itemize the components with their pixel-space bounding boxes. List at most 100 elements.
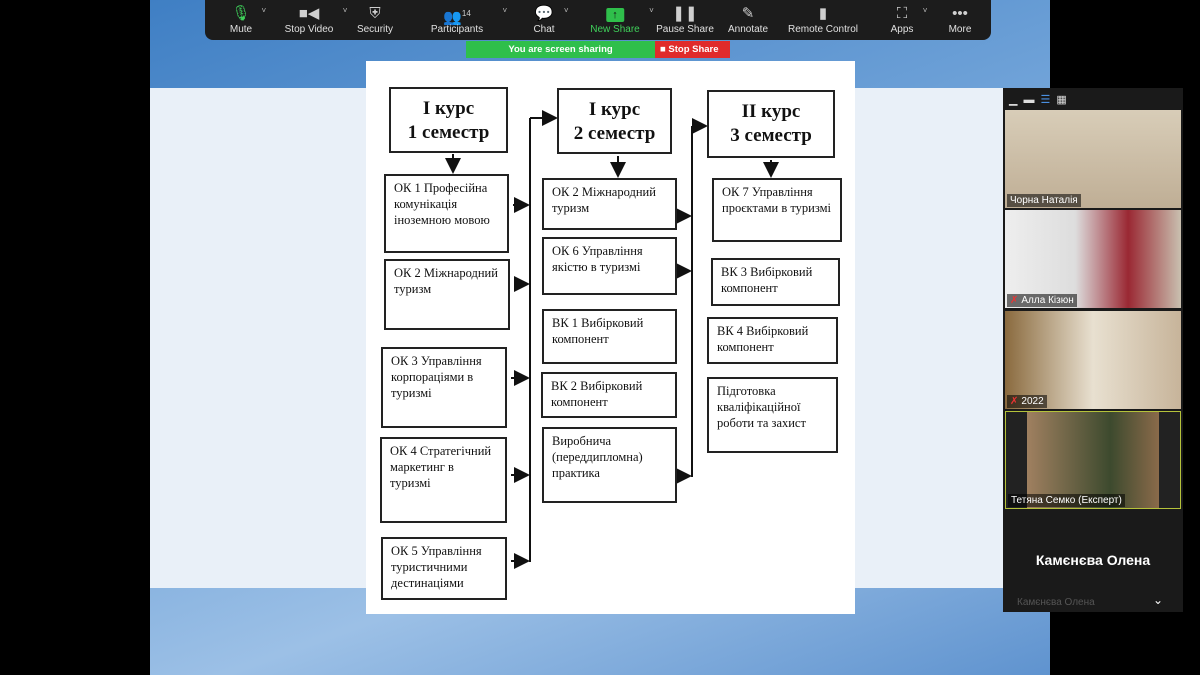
thumbnail-view-icon[interactable]: ▬: [1023, 94, 1041, 106]
stop-video-button[interactable]: ■◀˅Stop Video: [284, 5, 348, 35]
shield-icon: ⛨: [369, 5, 381, 22]
header-course1-sem1: I курс 1 семестр: [389, 87, 508, 153]
label: Chat: [533, 24, 555, 35]
connector-lines: [445, 110, 779, 569]
label: New Share: [590, 24, 640, 35]
stop-share-button[interactable]: ■ Stop Share: [655, 41, 730, 58]
camera-off-participant: Камєнєва Олена: [1035, 552, 1151, 568]
header-line: I курс: [422, 98, 475, 119]
course-text: ВК 1 Вибірковий компонент: [552, 316, 644, 346]
course-text: ОК 2 Міжнародний туризм: [552, 185, 656, 215]
label: Remote Control: [787, 24, 859, 35]
new-share-button[interactable]: ↑˅New Share: [590, 4, 654, 35]
course-text: ОК 2 Міжнародний туризм: [394, 266, 498, 296]
course-box: ВК 1 Вибірковий компонент: [542, 309, 677, 364]
participant-name: ✗2022: [1007, 395, 1047, 408]
course-box: ВК 2 Вибірковий компонент: [541, 372, 677, 418]
security-button[interactable]: ⛨ Security: [357, 4, 393, 35]
share-icon: ↑: [590, 4, 639, 24]
course-text: ОК 4 Стратегічний маркетинг в туризмі: [390, 444, 492, 490]
label: Security: [356, 24, 394, 35]
header-course1-sem2: І курс 2 семестр: [557, 88, 672, 154]
chat-button[interactable]: 💬˅Chat: [533, 5, 569, 35]
course-text: ОК 5 Управління туристичними дестинаціям…: [391, 544, 482, 590]
more-button[interactable]: ••• More: [949, 4, 972, 35]
label: Mute: [229, 24, 253, 35]
participant-name: Тетяна Семко (Експерт): [1008, 494, 1125, 507]
mouse-icon: ▮: [818, 5, 828, 22]
label: Apps: [890, 24, 914, 35]
header-course2-sem3: II курс 3 семестр: [707, 90, 835, 158]
label: Annotate: [727, 24, 769, 35]
course-text: ОК 6 Управління якістю в туризмі: [552, 244, 643, 274]
muted-mic-icon: ✗: [1010, 396, 1019, 407]
participants-icon: 👥14: [443, 9, 471, 26]
course-text: ВК 2 Вибірковий компонент: [551, 379, 643, 409]
course-text: ОК 1 Професійна комунікація іноземною мо…: [394, 181, 490, 227]
participant-name: ✗Алла Кізюн: [1007, 294, 1077, 307]
course-box: ОК 6 Управління якістю в туризмі: [542, 237, 677, 295]
participant-name-faded: Камєнєва Олена: [1017, 597, 1095, 608]
more-icon: •••: [952, 5, 968, 22]
video-camera-icon: ■◀: [298, 5, 320, 22]
course-box: ОК 3 Управління корпораціями в туризмі: [381, 347, 507, 428]
chat-icon: 💬: [534, 5, 554, 22]
course-box: ВК 4 Вибірковий компонент: [707, 317, 838, 364]
sharing-status: You are screen sharing: [508, 44, 613, 55]
header-line: 3 семестр: [730, 125, 812, 146]
course-box: ОК 4 Стратегічний маркетинг в туризмі: [380, 437, 507, 523]
course-box: Підготовка кваліфікаційної роботи та зах…: [707, 377, 838, 453]
chevron-down-icon[interactable]: ⌄: [1153, 593, 1164, 607]
label: Stop Video: [284, 24, 334, 35]
video-tile-active-speaker[interactable]: Тетяна Семко (Експерт): [1005, 411, 1181, 509]
mute-button[interactable]: 🎙˅Mute: [229, 5, 267, 35]
header-line: І курс: [588, 99, 641, 120]
course-text: Виробнича (переддипломна) практика: [552, 434, 643, 480]
stop-share-label: Stop Share: [668, 44, 719, 55]
view-controls: ▁▬☰▦: [1009, 93, 1073, 106]
course-text: ВК 4 Вибірковий компонент: [717, 324, 809, 354]
apps-button[interactable]: ⛶˅Apps: [890, 5, 928, 35]
name-text: Алла Кізюн: [1021, 295, 1074, 306]
course-box: ВК 3 Вибірковий компонент: [711, 258, 840, 306]
gallery-view-icon[interactable]: ▦: [1056, 94, 1073, 106]
video-tile[interactable]: ✗Алла Кізюн: [1005, 210, 1181, 308]
participants-button[interactable]: 👥14˅Participants: [430, 6, 508, 35]
video-tile[interactable]: Чорна Наталія: [1005, 110, 1181, 208]
course-text: Підготовка кваліфікаційної роботи та зах…: [717, 384, 806, 430]
label: Participants: [430, 24, 484, 35]
annotate-button[interactable]: ✎ Annotate: [728, 4, 768, 35]
screen-sharing-banner: You are screen sharing: [466, 41, 655, 58]
pencil-icon: ✎: [741, 5, 755, 22]
participant-name: Чорна Наталія: [1007, 194, 1081, 207]
course-text: ОК 7 Управління проєктами в туризмі: [722, 185, 832, 215]
name-text: 2022: [1021, 396, 1044, 407]
header-line: II курс: [741, 101, 801, 122]
course-box: ОК 2 Міжнародний туризм: [542, 178, 677, 230]
curriculum-diagram: I курс 1 семестр ОК 1 Професійна комуніка…: [366, 61, 855, 614]
pause-share-button[interactable]: ❚❚ Pause Share: [656, 4, 714, 35]
speaker-view-icon[interactable]: ☰: [1040, 94, 1057, 106]
course-box: ОК 1 Професійна комунікація іноземною мо…: [384, 174, 509, 253]
course-box: ОК 7 Управління проєктами в туризмі: [712, 178, 842, 242]
course-box: ОК 5 Управління туристичними дестинаціям…: [381, 537, 507, 600]
apps-icon: ⛶: [896, 5, 908, 22]
label: Pause Share: [656, 24, 714, 35]
meeting-toolbar: 🎙˅Mute ■◀˅Stop Video ⛨ Security 👥14˅Parti…: [205, 0, 991, 40]
course-text: ОК 3 Управління корпораціями в туризмі: [391, 354, 482, 400]
microphone-icon: 🎙: [231, 5, 251, 22]
remote-control-button[interactable]: ▮ Remote Control: [788, 4, 858, 35]
header-line: 2 семестр: [573, 123, 656, 144]
label: More: [948, 24, 972, 35]
video-tile[interactable]: ✗2022: [1005, 311, 1181, 409]
course-text: ВК 3 Вибірковий компонент: [721, 265, 813, 295]
minimize-icon[interactable]: ▁: [1009, 94, 1024, 106]
course-box: ОК 2 Міжнародний туризм: [384, 259, 510, 330]
stop-icon: ■: [660, 44, 669, 55]
participants-panel: ▁▬☰▦ Чорна Наталія ✗Алла Кізюн ✗2022 Тет…: [1003, 88, 1183, 612]
header-line: 1 семестр: [407, 122, 490, 143]
course-box: Виробнича (переддипломна) практика: [542, 427, 677, 503]
pause-icon: ❚❚: [672, 5, 698, 22]
muted-mic-icon: ✗: [1010, 295, 1019, 306]
participants-count: 14: [461, 9, 471, 18]
